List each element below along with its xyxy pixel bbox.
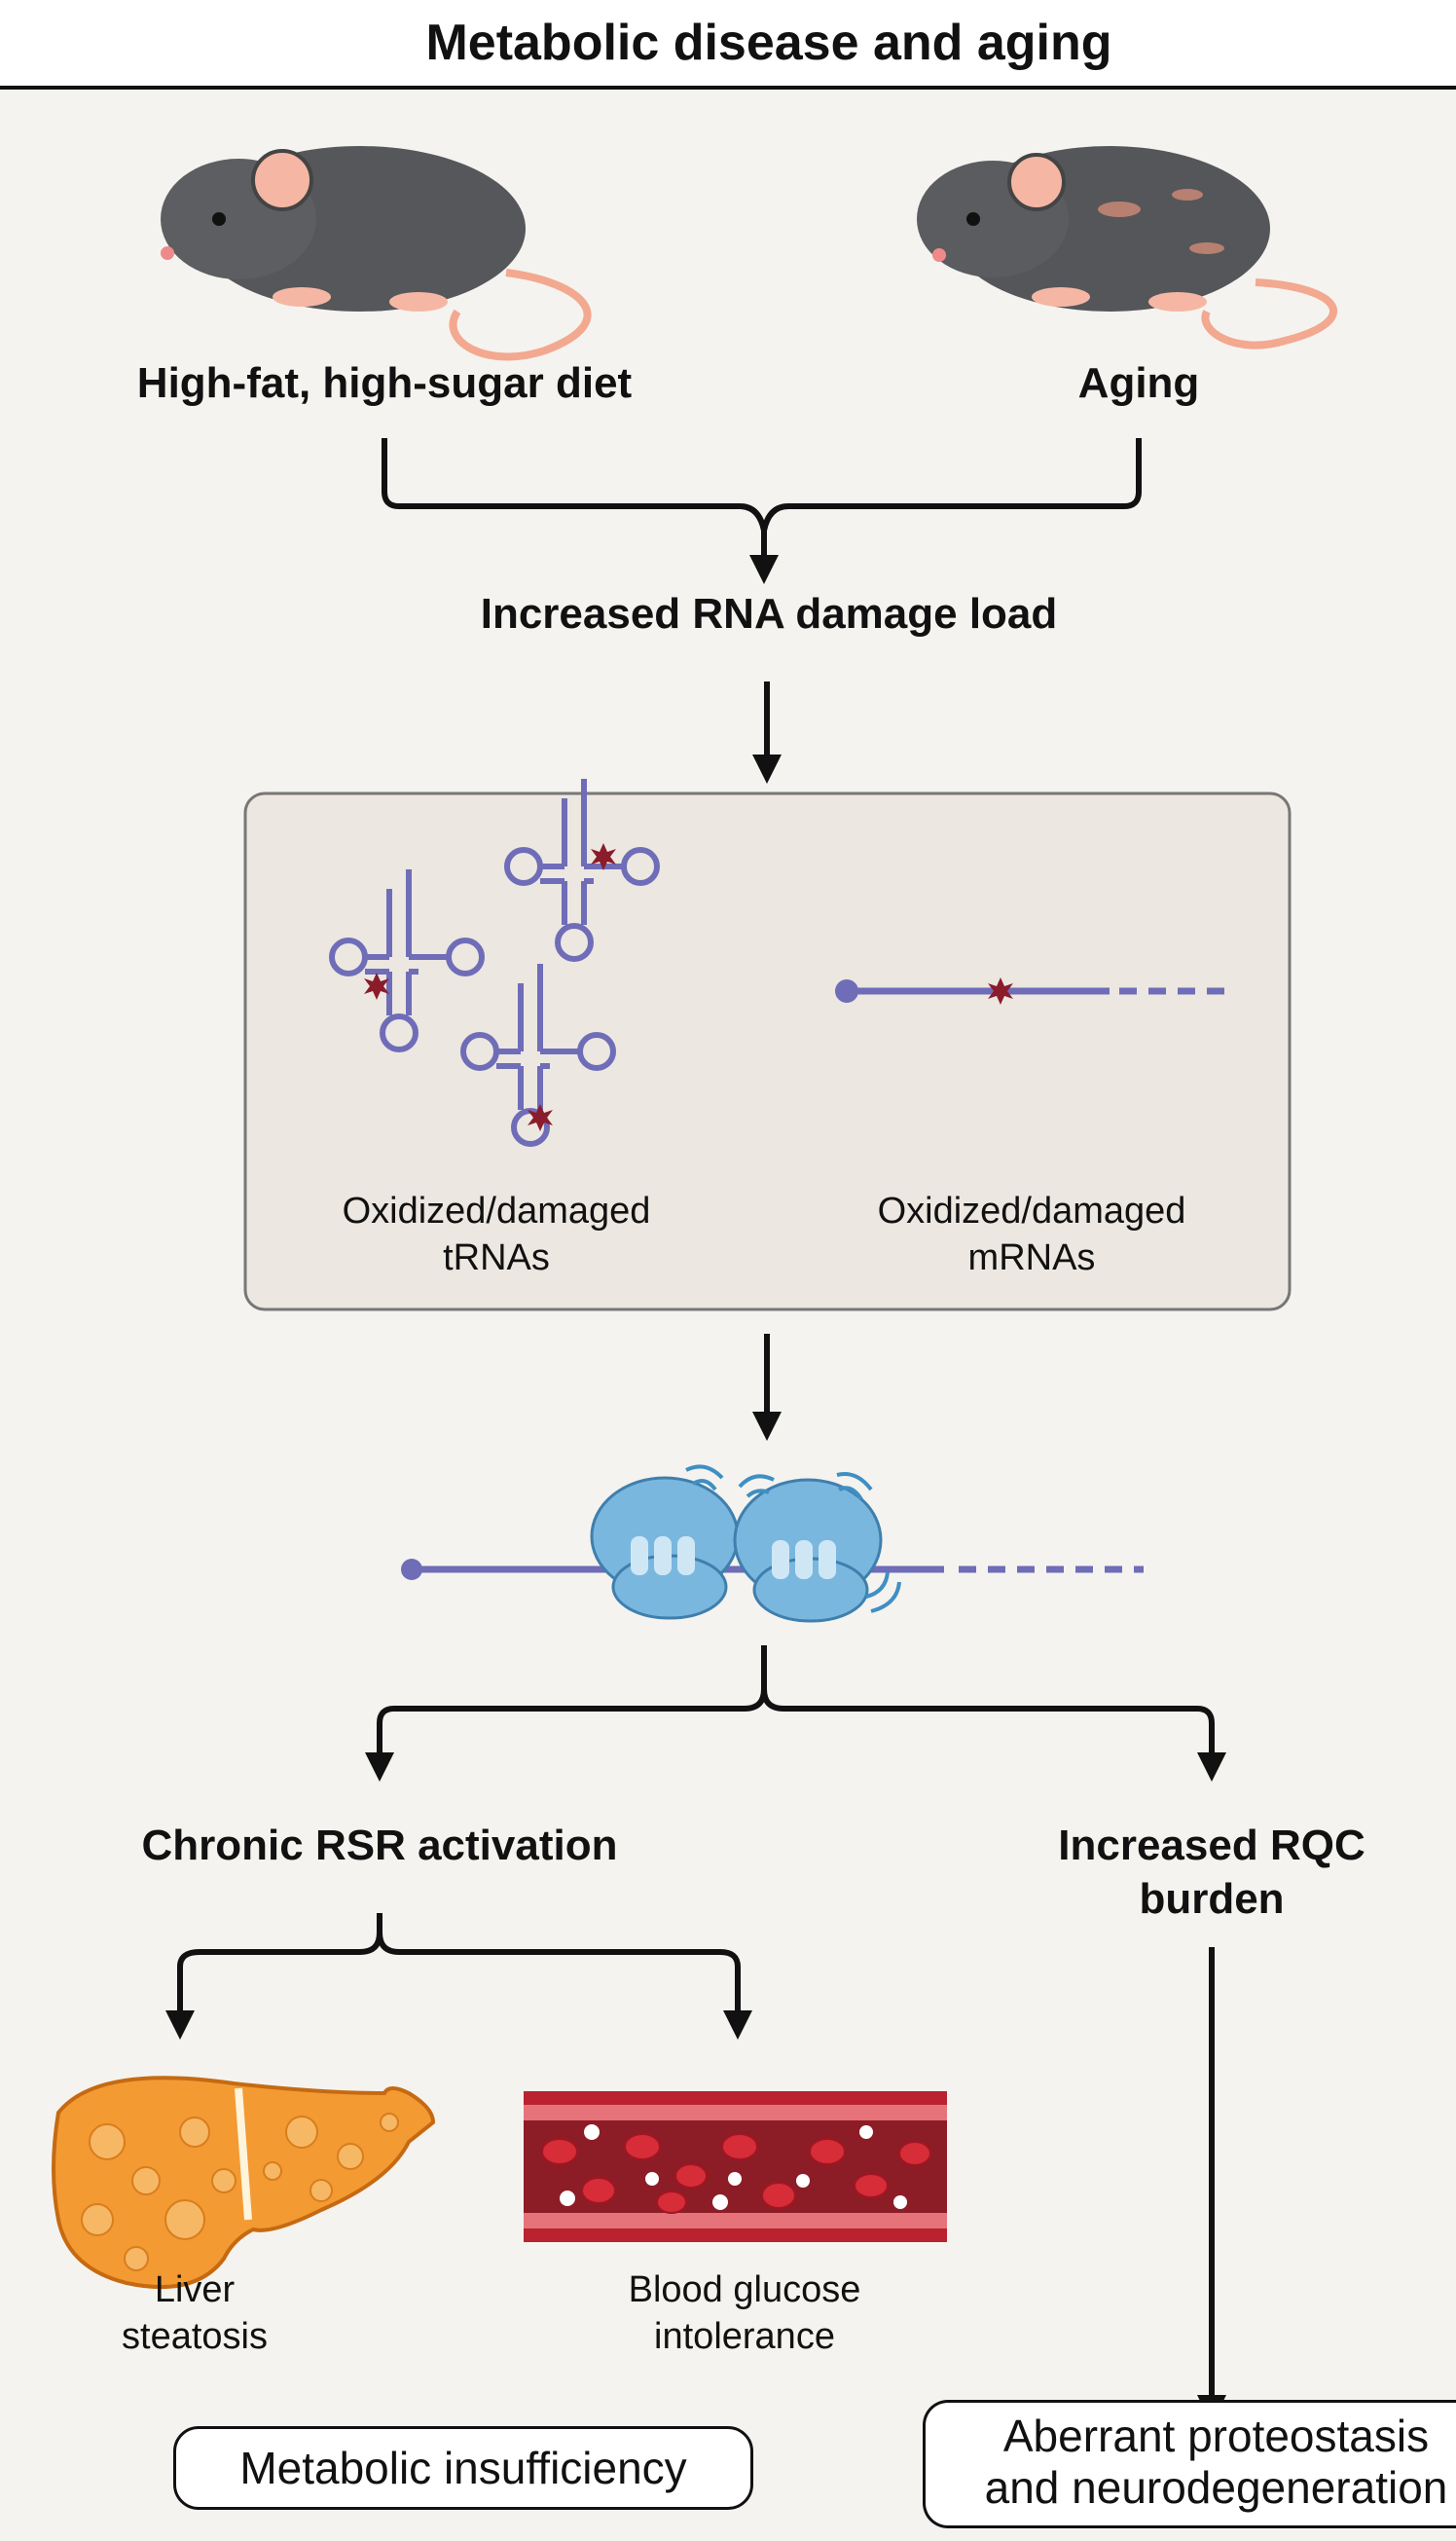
mrna-icon [835, 977, 1231, 1005]
mouse-healthy-icon [161, 146, 592, 361]
label-diet: High-fat, high-sugar diet [136, 359, 633, 407]
label-mrna-line2: mRNAs [967, 1237, 1096, 1278]
label-blood-line1: Blood glucose [628, 2269, 861, 2310]
mouse-aged-icon [917, 146, 1337, 350]
header-title: Metabolic disease and aging [425, 15, 1112, 71]
label-trna-line2: tRNAs [443, 1237, 550, 1278]
label-blood-line2: intolerance [654, 2316, 835, 2357]
proteostasis-box: Aberrant proteostasis and neurodegenerat… [923, 2400, 1456, 2528]
label-metabolic-insufficiency: Metabolic insufficiency [239, 2443, 687, 2493]
label-rsr: Chronic RSR activation [141, 1822, 618, 1869]
label-trna-line1: Oxidized/damaged [342, 1191, 651, 1232]
label-rna-damage-load: Increased RNA damage load [480, 590, 1058, 638]
label-aging: Aging [1077, 359, 1200, 407]
label-rqc-line1: Increased RQC [1058, 1822, 1365, 1869]
ribosome-icon [401, 1464, 1144, 1623]
liver-icon [52, 2076, 436, 2290]
label-proteo-line2: and neurodegeneration [984, 2461, 1448, 2513]
label-rqc-line2: burden [1139, 1875, 1285, 1923]
merge-bracket [382, 438, 1142, 532]
damage-panel [243, 792, 1292, 1311]
header-bar [0, 0, 1456, 90]
label-liver-line2: steatosis [122, 2316, 268, 2357]
label-liver-line1: Liver [154, 2269, 236, 2310]
label-proteo-line1: Aberrant proteostasis [1002, 2411, 1430, 2461]
metabolic-insufficiency-box: Metabolic insufficiency [173, 2426, 753, 2510]
blood-vessel-icon [524, 2091, 947, 2242]
label-mrna-line1: Oxidized/damaged [877, 1191, 1186, 1232]
